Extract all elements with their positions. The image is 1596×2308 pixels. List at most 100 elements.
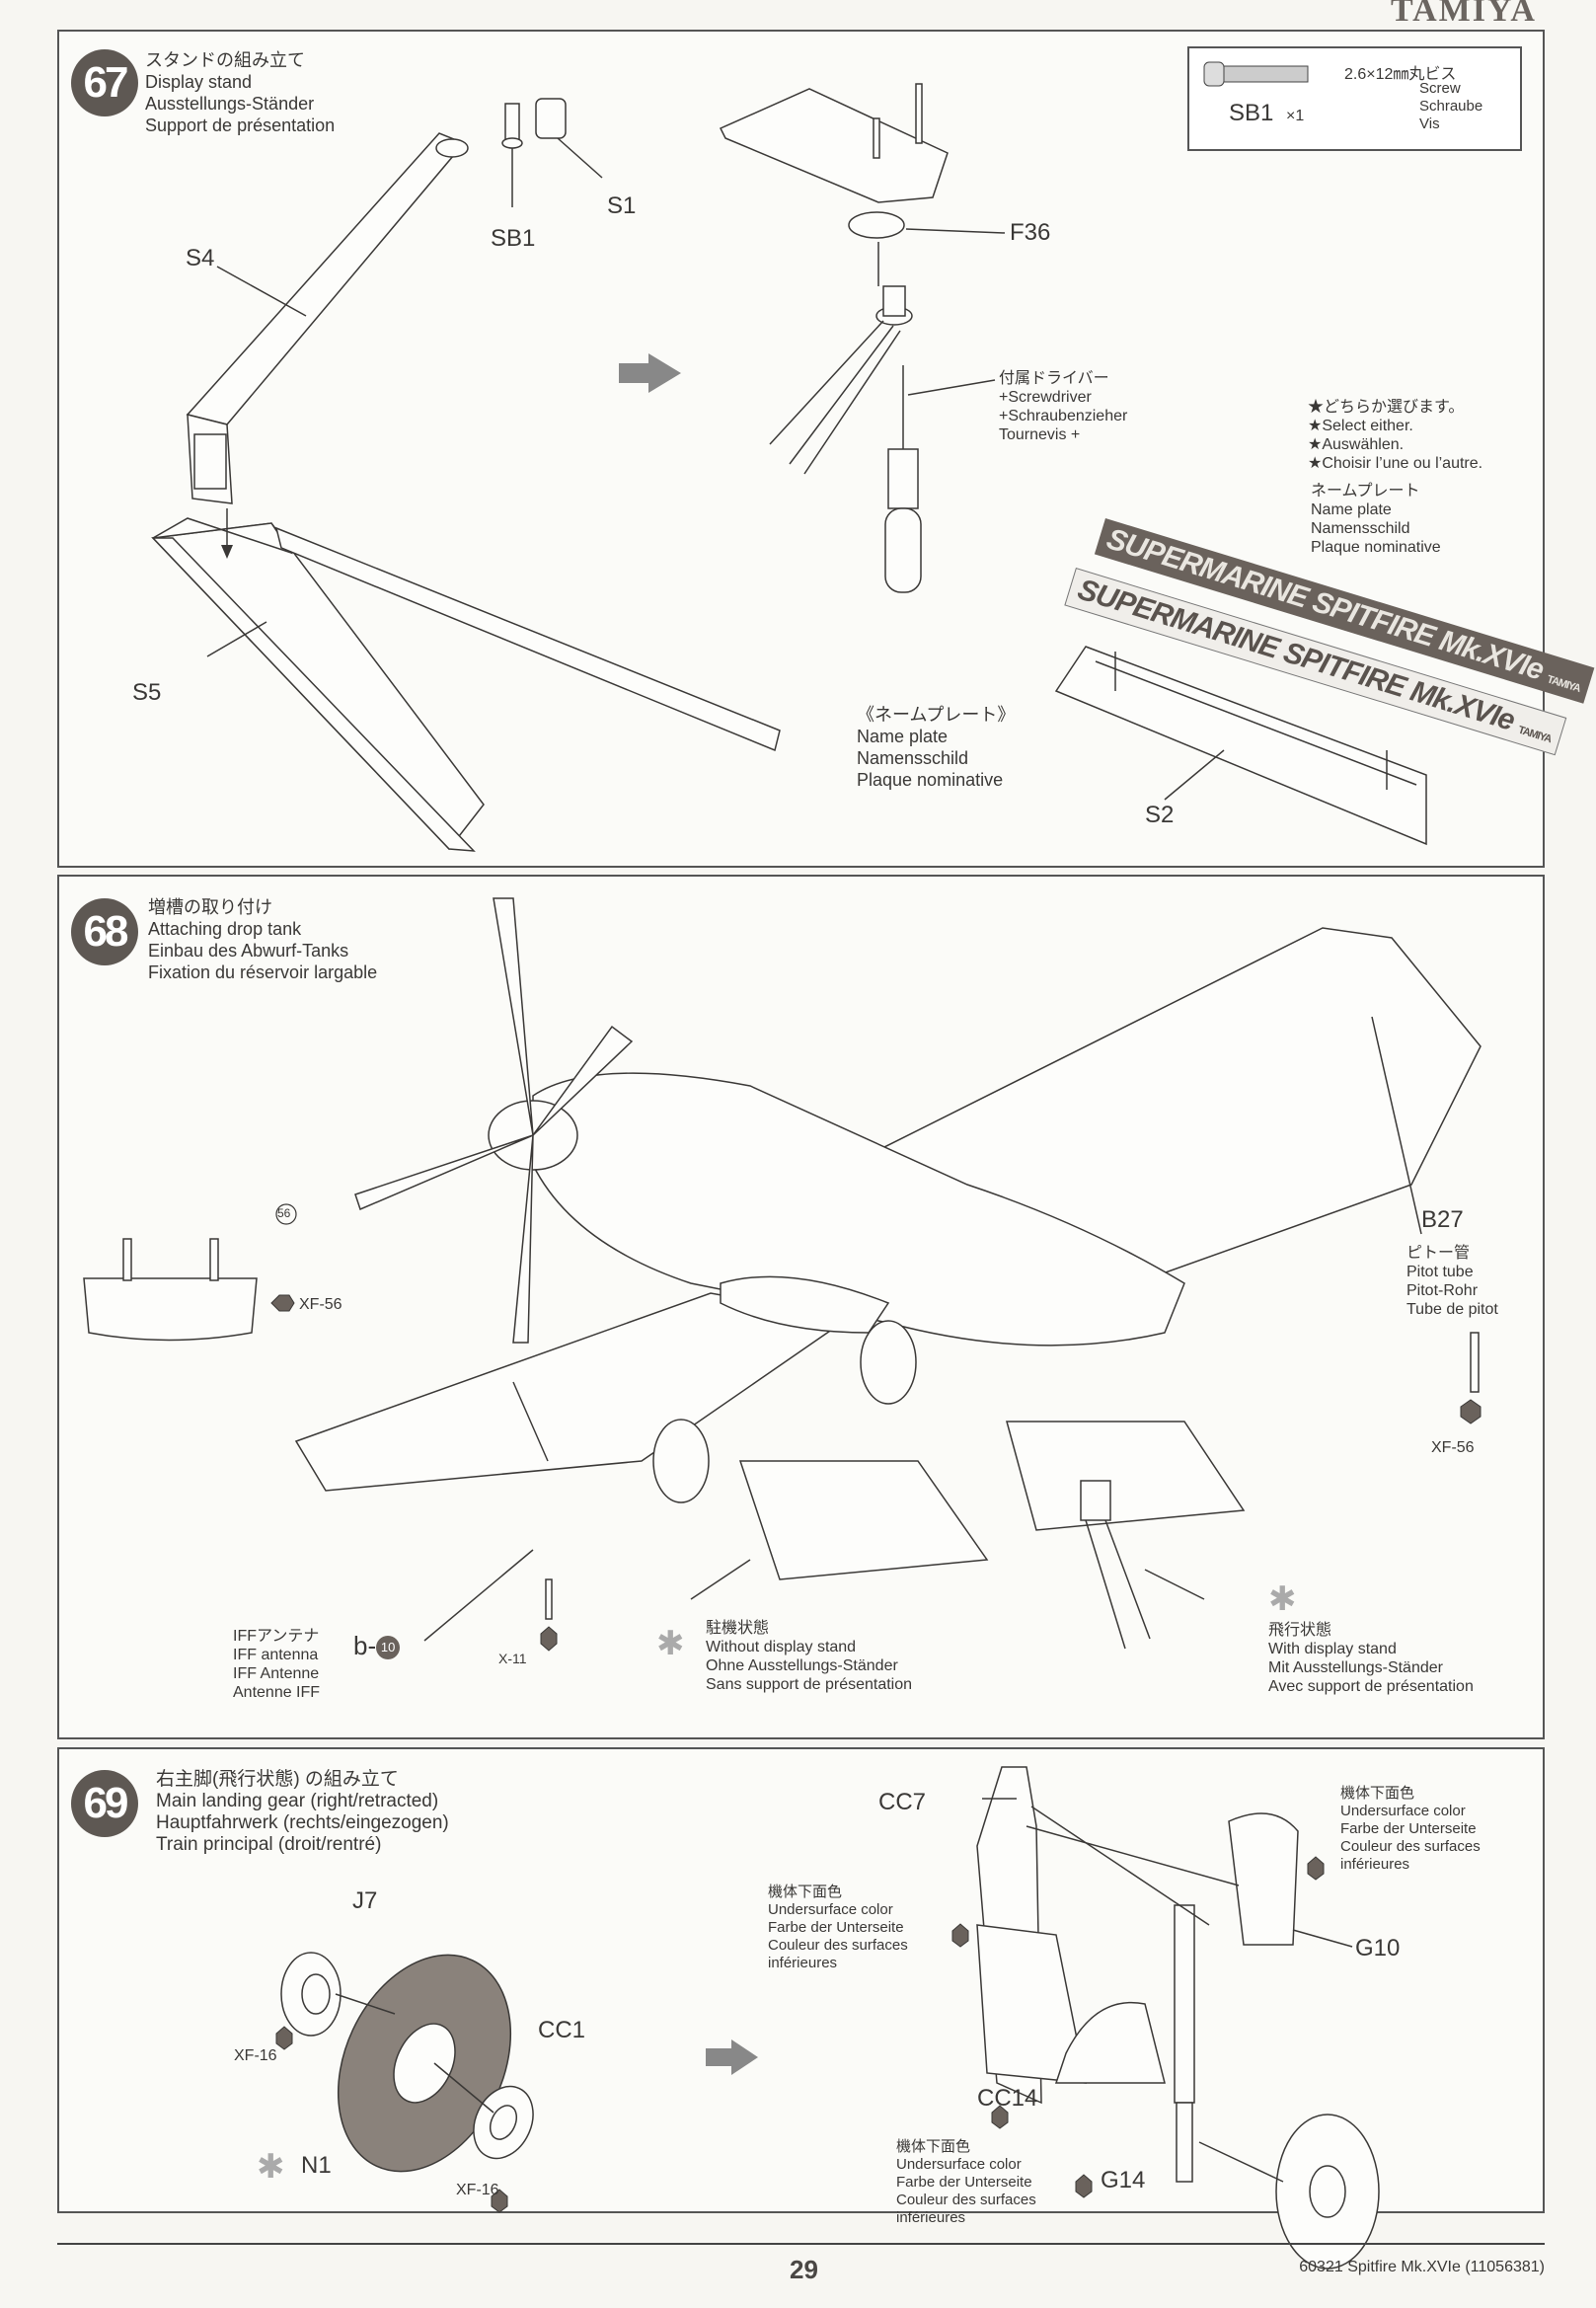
- undersurface-label-1: 機体下面色 Undersurface color Farbe der Unter…: [768, 1884, 908, 1972]
- wheel-right: [860, 1320, 917, 1405]
- s5-leg-2: [274, 526, 781, 752]
- decal-ref: b-10: [353, 1631, 401, 1661]
- title-fr: Fixation du réservoir largable: [148, 962, 378, 982]
- screwdriver-jp: 付属ドライバー: [999, 370, 1109, 387]
- ref-step-callout: 56: [277, 1206, 291, 1220]
- nameplate2-de: Namensschild: [857, 748, 969, 768]
- step-number-badge: 68: [71, 898, 138, 965]
- paint-chip-icon: [1460, 1399, 1482, 1424]
- title-de: Hauptfahrwerk (rechts/eingezogen): [156, 1812, 449, 1833]
- part-label-sb1: SB1: [491, 225, 536, 252]
- undersurface-jp: 機体下面色: [896, 2138, 971, 2155]
- part-label-g10: G10: [1355, 1935, 1401, 1962]
- title-jp: スタンドの組み立て: [145, 50, 305, 70]
- without-stand-jp: 駐機状態: [706, 1620, 770, 1637]
- not-used-icon: ✱: [1268, 1580, 1297, 1618]
- paint-chip-icon: [270, 1294, 295, 1312]
- without-stand-label: 駐機状態 Without display stand Ohne Ausstell…: [706, 1619, 912, 1694]
- undercarriage-door-without-stand: [738, 1460, 989, 1580]
- screwdriver-de: +Schraubenzieher: [999, 408, 1128, 424]
- screw-qty: ×1: [1286, 108, 1305, 124]
- screw-names: Screw Schraube Vis: [1419, 80, 1482, 133]
- fuselage: [532, 1072, 1185, 1346]
- iff-fr: Antenne IFF: [233, 1684, 321, 1701]
- iff-jp: IFFアンテナ: [233, 1628, 320, 1645]
- not-used-icon: ✱: [656, 1625, 685, 1662]
- screwdriver-en: +Screwdriver: [999, 389, 1092, 406]
- part-label-g14: G14: [1101, 2167, 1146, 2193]
- nameplate2-fr: Plaque nominative: [857, 770, 1004, 790]
- with-stand-label: 飛行状態 With display stand Mit Ausstellungs…: [1268, 1621, 1474, 1696]
- paint-chip-icon: [491, 2189, 508, 2213]
- nameplate-label: ネームプレート Name plate Namensschild Plaque n…: [1311, 482, 1441, 557]
- left-wing: [294, 1292, 851, 1492]
- footer-divider: [57, 2243, 1545, 2245]
- undersurface-fr1: Couleur des surfaces: [896, 2192, 1036, 2208]
- select-de: ★Auswählen.: [1308, 436, 1405, 453]
- undersurface-fr1: Couleur des surfaces: [1340, 1838, 1481, 1855]
- nameplate-fr: Plaque nominative: [1311, 539, 1441, 556]
- iff-antenna-label: IFFアンテナ IFF antenna IFF Antenne Antenne …: [233, 1627, 320, 1702]
- undersurface-de: Farbe der Unterseite: [1340, 1820, 1477, 1837]
- landing-gear-diagram: [275, 1766, 1380, 2270]
- brand-logo: TAMIYA: [1390, 0, 1537, 29]
- next-arrow-icon: [619, 353, 681, 393]
- undersurface-en: Undersurface color: [768, 1901, 893, 1918]
- pitot-fr: Tube de pitot: [1406, 1301, 1498, 1318]
- part-label-n1: N1: [301, 2152, 332, 2179]
- aircraft-diagram: [83, 897, 1482, 1652]
- pitot-de: Pitot-Rohr: [1406, 1282, 1479, 1299]
- paint-chip-icon: [275, 2026, 293, 2050]
- undersurface-jp: 機体下面色: [1340, 1785, 1415, 1802]
- with-stand-de: Mit Ausstellungs-Ständer: [1268, 1659, 1443, 1676]
- with-stand-en: With display stand: [1268, 1641, 1397, 1657]
- with-stand-jp: 飛行状態: [1268, 1622, 1332, 1639]
- f36-part: [848, 211, 905, 239]
- undersurface-en: Undersurface color: [1340, 1803, 1466, 1819]
- select-either-note: ★どちらか選びます。 ★Select either. ★Auswählen. ★…: [1308, 398, 1482, 473]
- page-number: 29: [790, 2255, 818, 2284]
- nameplate2-en: Name plate: [857, 727, 949, 746]
- undersurface-de: Farbe der Unterseite: [896, 2174, 1032, 2191]
- paint-chip-icon: [951, 1923, 969, 1948]
- nameplate-jp: ネームプレート: [1311, 483, 1420, 500]
- select-jp: ★どちらか選びます。: [1308, 399, 1465, 416]
- iff-paint-code: X-11: [498, 1651, 527, 1666]
- footer-kit-info: 60321 Spitfire Mk.XVIe (11056381): [1299, 2259, 1545, 2275]
- without-stand-de: Ohne Ausstellungs-Ständer: [706, 1657, 898, 1674]
- title-fr: Train principal (droit/rentré): [156, 1834, 382, 1855]
- title-en: Attaching drop tank: [148, 919, 302, 939]
- paint-chip-icon: [991, 2105, 1009, 2129]
- next-arrow-icon: [706, 2039, 758, 2075]
- part-label-cc1: CC1: [538, 2017, 586, 2043]
- pitot-label: ピトー管 Pitot tube Pitot-Rohr Tube de pitot: [1406, 1244, 1498, 1319]
- screw-jp: 2.6×12㎜丸ビス: [1344, 66, 1457, 83]
- undersurface-de: Farbe der Unterseite: [768, 1919, 904, 1936]
- undersurface-fr2: inférieures: [1340, 1856, 1410, 1873]
- without-stand-en: Without display stand: [706, 1639, 857, 1655]
- title-de: Ausstellungs-Ständer: [145, 94, 315, 114]
- step-68-title: 増槽の取り付け Attaching drop tank Einbau des A…: [148, 896, 377, 983]
- undercarriage-door-with-stand: [1006, 1421, 1246, 1531]
- part-label-f36: F36: [1010, 219, 1051, 246]
- paint-code-xf16: XF-16: [456, 2182, 499, 2198]
- pitot-paint-code: XF-56: [1431, 1439, 1475, 1456]
- decal-number-badge: 10: [376, 1636, 401, 1660]
- part-label-s2: S2: [1145, 802, 1175, 828]
- title-fr: Support de présentation: [145, 115, 336, 135]
- iff-de: IFF Antenne: [233, 1665, 320, 1682]
- screw-de: Schraube: [1419, 98, 1483, 115]
- drop-tank-closeup: [83, 1277, 258, 1342]
- drop-tank-1: [720, 1275, 890, 1334]
- nameplate-en: Name plate: [1311, 501, 1392, 518]
- pitot-tube: [1470, 1332, 1480, 1393]
- select-en: ★Select either.: [1308, 418, 1413, 434]
- iff-en: IFF antenna: [233, 1647, 319, 1663]
- screw-code: SB1: [1229, 100, 1274, 126]
- undersurface-fr2: inférieures: [896, 2209, 966, 2226]
- wheel-left: [652, 1419, 710, 1503]
- nameplate-de: Namensschild: [1311, 520, 1410, 537]
- title-de: Einbau des Abwurf-Tanks: [148, 941, 349, 961]
- undersurface-label-2: 機体下面色 Undersurface color Farbe der Unter…: [1340, 1785, 1481, 1874]
- part-label-j7: J7: [352, 1887, 378, 1914]
